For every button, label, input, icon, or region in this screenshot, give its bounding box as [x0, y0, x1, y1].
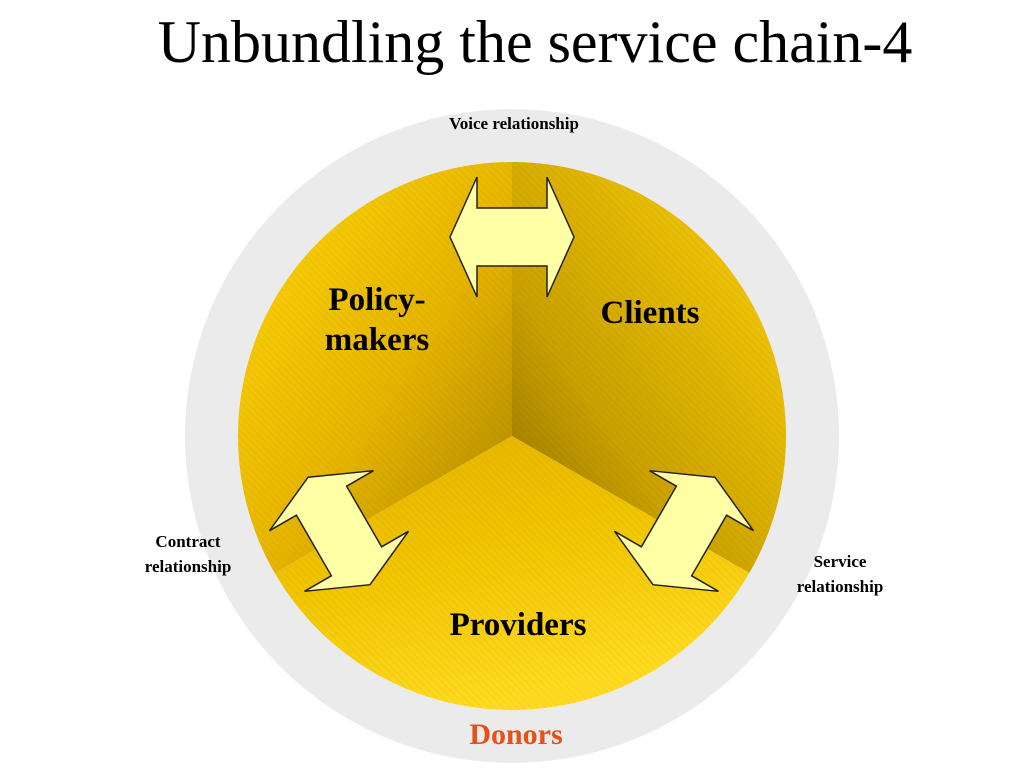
clients-label: Clients: [600, 295, 700, 331]
contract-label-line2: relationship: [144, 557, 232, 576]
voice-arrow-icon: [449, 176, 575, 298]
policy-label-line1: Policy-: [328, 282, 426, 318]
service-relationship-label: Service relationship: [760, 549, 920, 599]
providers-label: Providers: [449, 607, 587, 643]
contract-label-line1: Contract: [155, 532, 221, 551]
page-title: Unbundling the service chain-4: [157, 9, 913, 75]
donors-label: Donors: [469, 718, 563, 751]
voice-relationship-label: Voice relationship: [449, 114, 579, 133]
contract-arrow-icon: [268, 469, 410, 593]
service-label-line1: Service: [813, 552, 867, 571]
service-arrow-icon: [613, 469, 755, 593]
contract-relationship-label: Contract relationship: [108, 529, 268, 579]
policy-makers-label: Policy- makers: [292, 280, 462, 360]
policy-label-line2: makers: [324, 322, 430, 358]
service-label-line2: relationship: [796, 577, 884, 596]
